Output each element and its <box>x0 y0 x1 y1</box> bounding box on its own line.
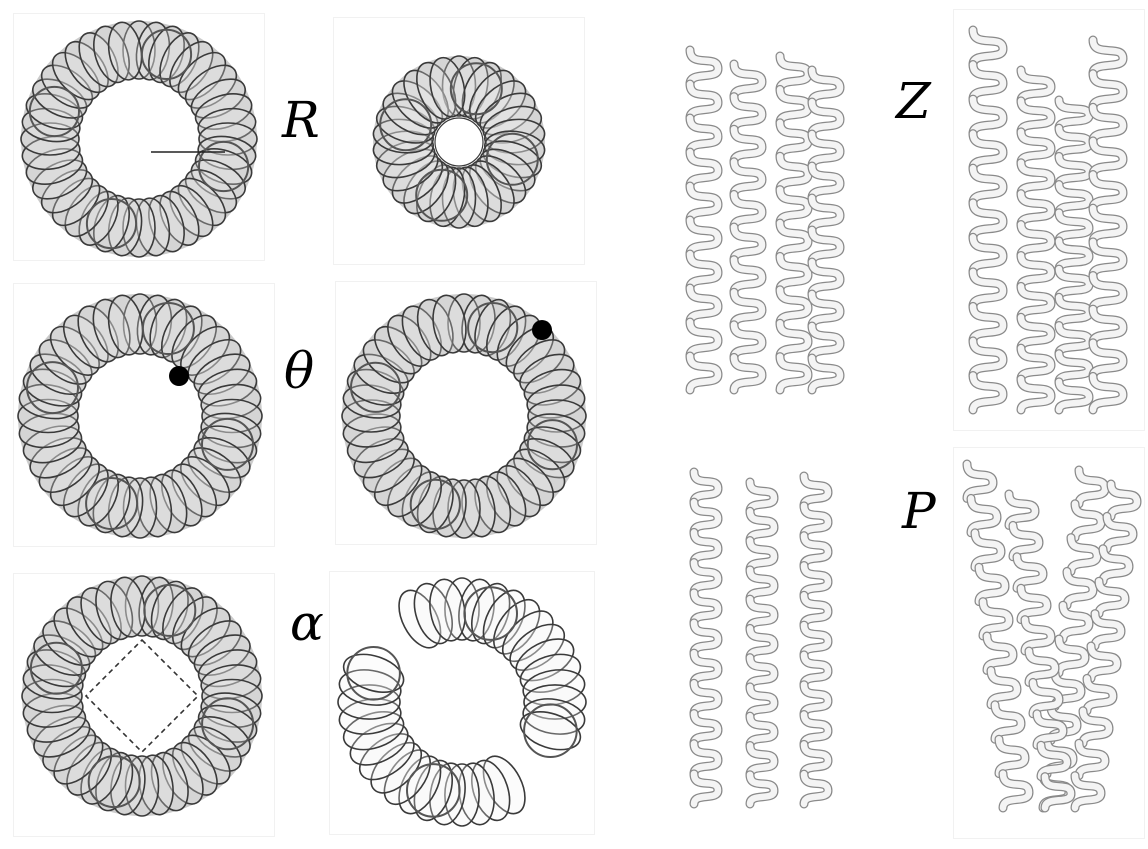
helix-ring-theta-a <box>14 284 274 546</box>
label-theta: θ <box>284 346 314 396</box>
helix-loops <box>372 54 547 229</box>
ring-panel-R-large <box>14 14 264 260</box>
helix-strand <box>804 476 828 804</box>
bundle-panel-Z-left <box>676 30 858 410</box>
helix-strand <box>750 482 774 804</box>
helix-ring-alpha-split <box>330 572 594 834</box>
helix-strand <box>973 30 1003 410</box>
helix-strand <box>812 70 840 390</box>
helix-ring-compact <box>334 18 584 264</box>
helix-strand <box>780 56 808 390</box>
helix-loops <box>337 577 587 827</box>
label-P: P <box>902 486 936 536</box>
helix-bundle-Z-aligned <box>676 30 858 410</box>
helix-strand <box>690 50 718 390</box>
angle-marker <box>169 366 189 386</box>
ring-panel-theta-left <box>14 284 274 546</box>
bundle-panel-Z-right <box>954 10 1144 430</box>
helix-strand <box>734 64 762 390</box>
helix-loops <box>17 293 263 539</box>
helix-bundle-P-supercoiled <box>954 448 1144 838</box>
pore <box>435 118 483 166</box>
alpha-diamond <box>86 640 198 752</box>
label-alpha: α <box>290 598 324 648</box>
helix-loops <box>20 20 258 258</box>
bundle-panel-P-right <box>954 448 1144 838</box>
helix-strand <box>1093 40 1123 410</box>
ring-panel-theta-right <box>336 282 596 544</box>
helix-ring-large <box>14 14 264 260</box>
helix-strand <box>694 472 718 804</box>
helix-ring-alpha-a <box>14 574 274 836</box>
helix-loops <box>21 575 263 817</box>
helix-strand <box>1021 70 1051 410</box>
angle-marker <box>532 320 552 340</box>
label-R: R <box>282 95 320 145</box>
ring-panel-alpha-right <box>330 572 594 834</box>
helix-bundle-P-straight <box>676 454 858 824</box>
helix-strand <box>1059 100 1089 410</box>
ring-panel-R-small <box>334 18 584 264</box>
label-Z: Z <box>896 76 931 126</box>
bundle-panel-P-left <box>676 454 858 824</box>
ring-panel-alpha-left <box>14 574 274 836</box>
helix-ring-theta-b <box>336 282 596 544</box>
helix-bundle-Z-shifted <box>954 10 1144 430</box>
